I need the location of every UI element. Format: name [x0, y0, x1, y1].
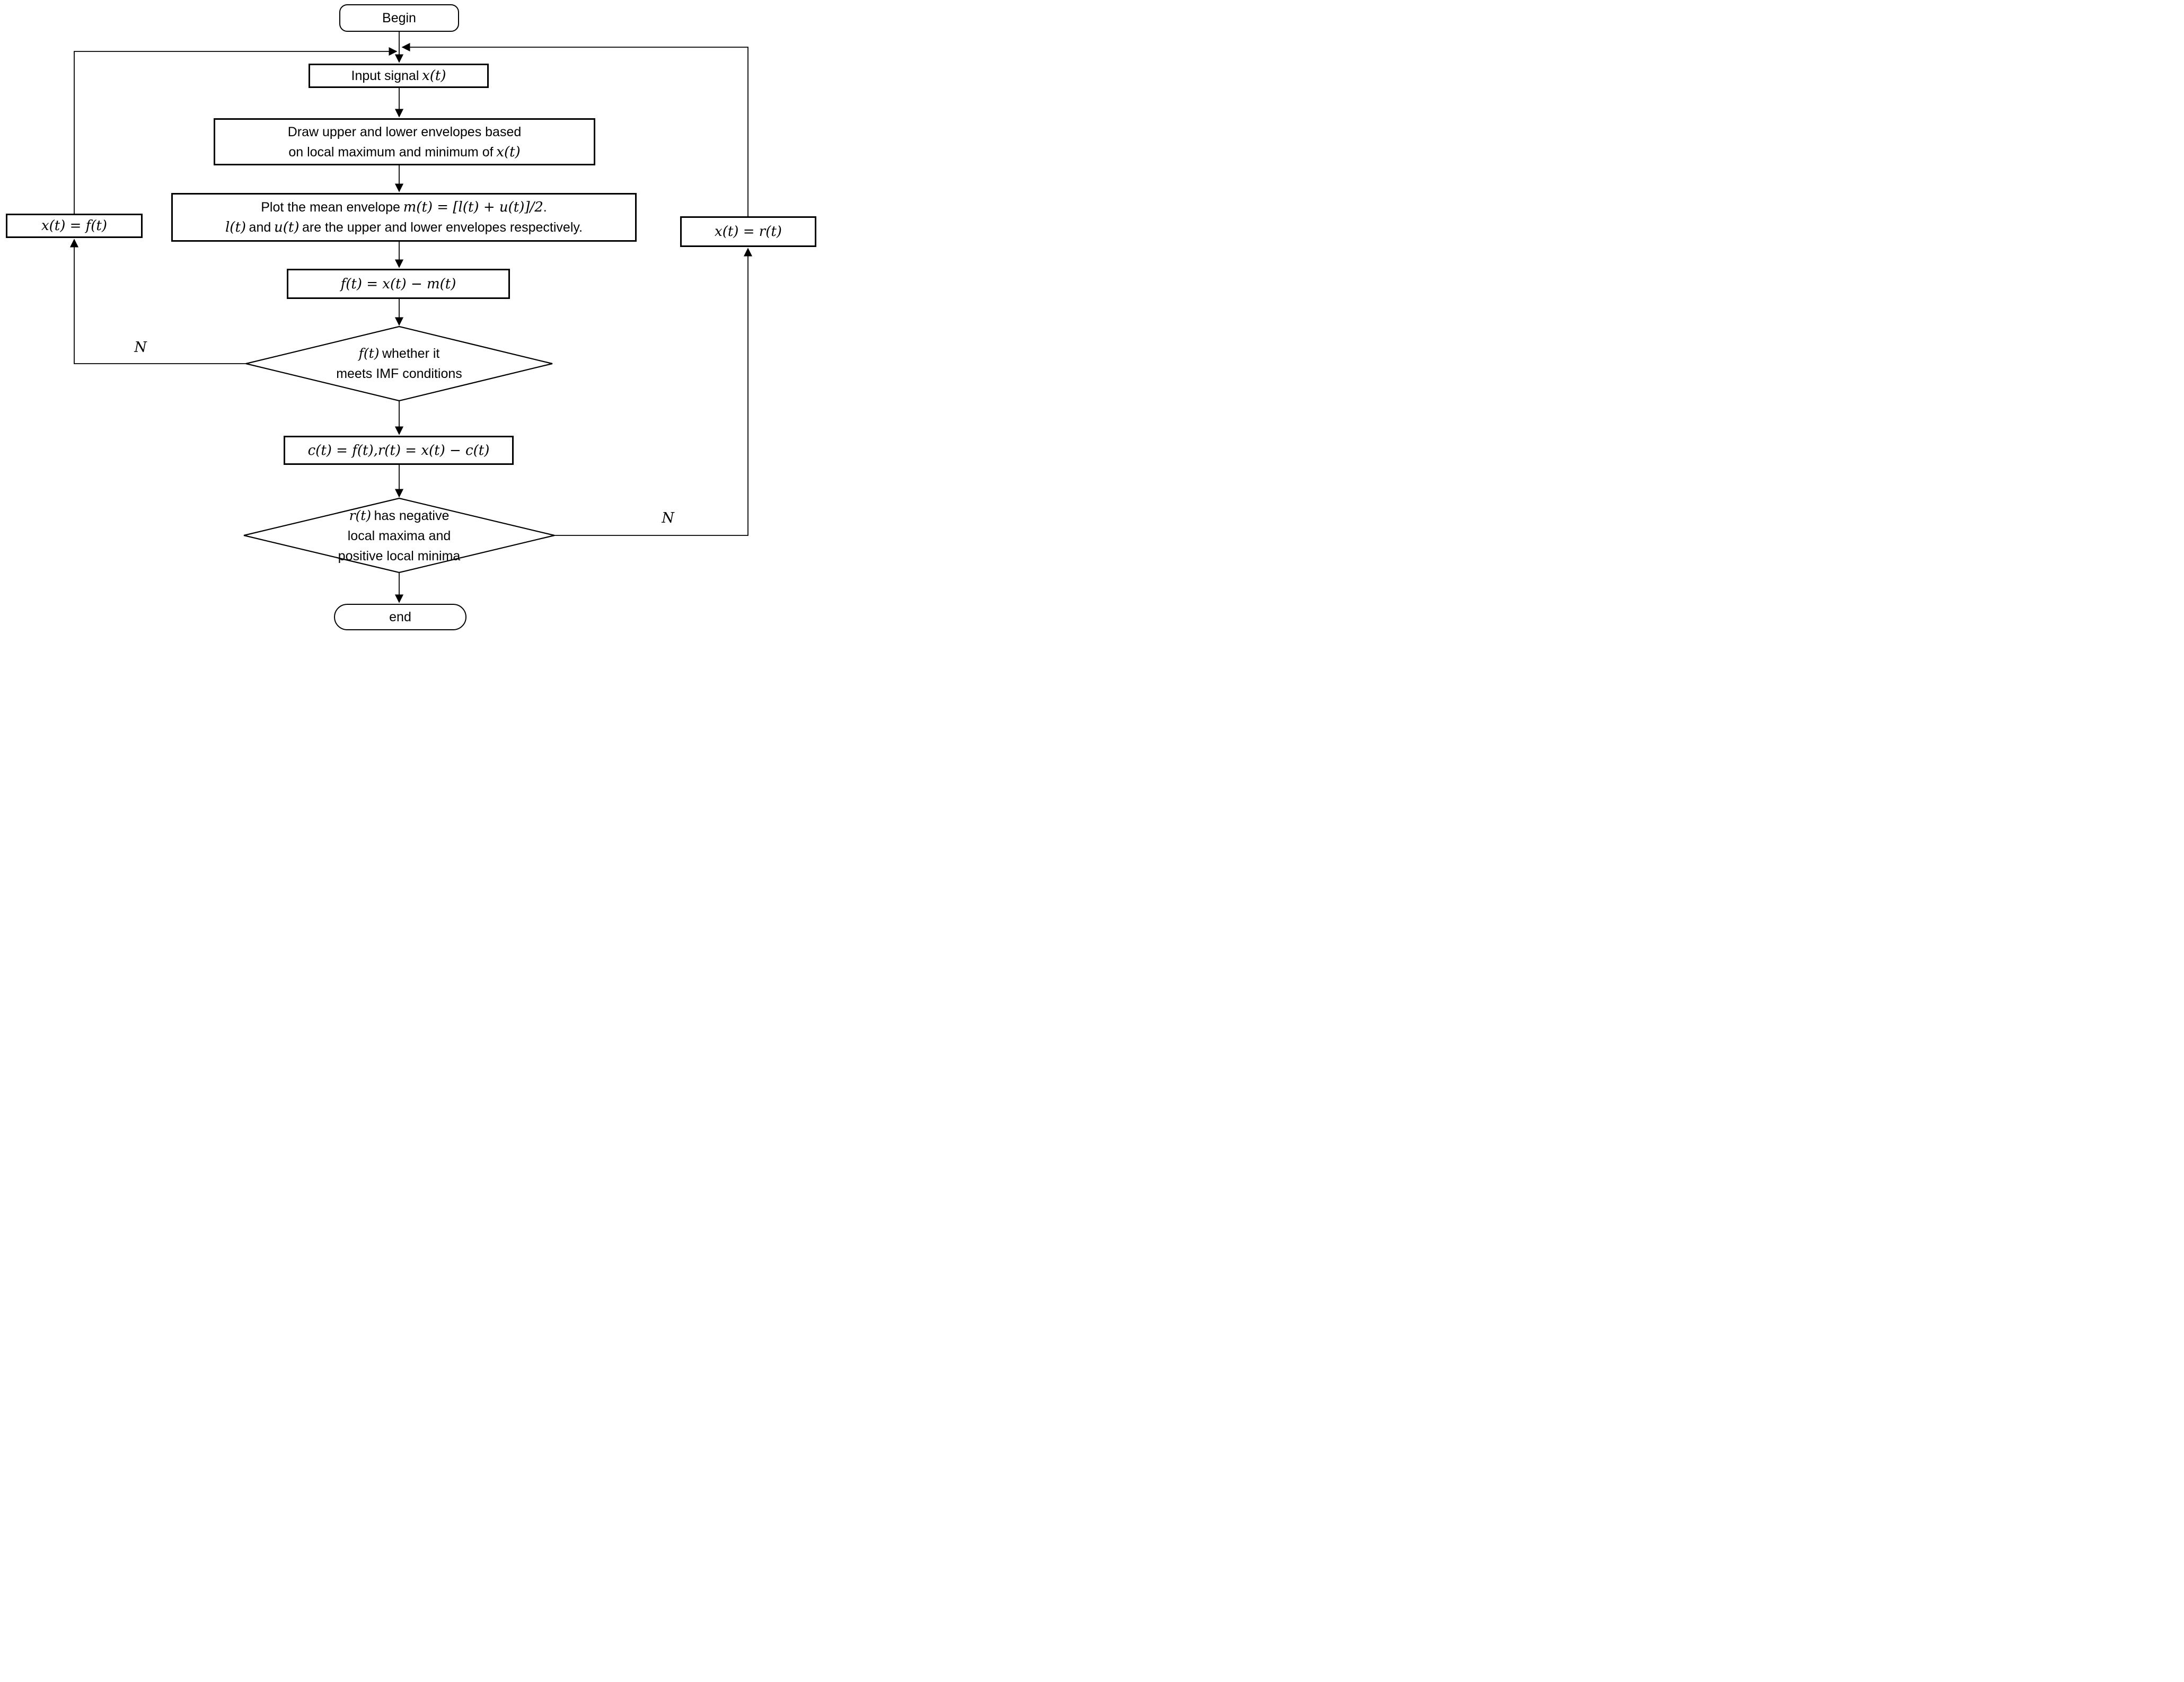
extract-imf-formula: c(t) = f(t),r(t) = x(t) − c(t) [307, 442, 490, 459]
edge-label-no-left: N [134, 339, 147, 356]
assign-r-formula: x(t) = r(t) [715, 224, 782, 240]
subtract-box: f(t) = x(t) − m(t) [287, 269, 510, 299]
imf-check-line1: f(t)whether it [359, 344, 440, 364]
imf-check-diamond: f(t)whether it meets IMF conditions [293, 344, 505, 384]
envelopes-line2-math: x(t) [496, 144, 521, 160]
mean-line1-text: Plot the mean envelope [261, 200, 400, 215]
residue-check-line3: positive local minima [338, 549, 461, 563]
mean-line2-mid: and [249, 220, 271, 235]
begin-label: Begin [382, 11, 416, 25]
connector-layer [69, 32, 753, 603]
envelopes-line1: Draw upper and lower envelopes based [287, 124, 522, 139]
assign-r-box: x(t) = r(t) [680, 216, 816, 247]
assign-f-formula: x(t) = f(t) [41, 218, 108, 234]
residue-check-diamond-shape [243, 497, 555, 574]
input-signal-math: x(t) [422, 68, 446, 84]
imf-check-line2: meets IMF conditions [336, 366, 462, 381]
input-signal-text: Input signal [351, 68, 419, 83]
begin-terminal: Begin [339, 4, 459, 32]
residue-check-math: r(t) [349, 508, 372, 523]
end-terminal: end [334, 604, 466, 630]
draw-envelopes-box: Draw upper and lower envelopes based on … [214, 118, 595, 165]
assign-f-box: x(t) = f(t) [6, 214, 143, 238]
extract-imf-box: c(t) = f(t),r(t) = x(t) − c(t) [284, 436, 514, 465]
end-label: end [389, 610, 411, 624]
mean-line2-math1: l(t) [225, 219, 246, 235]
mean-line2-math2: u(t) [274, 219, 300, 235]
residue-check-text: has negative [374, 508, 450, 523]
envelopes-line2-text: on local maximum and minimum of [288, 144, 494, 160]
subtract-formula: f(t) = x(t) − m(t) [340, 276, 456, 292]
imf-check-diamond-shape [245, 325, 553, 402]
mean-line1-math: m(t) = [l(t) + u(t)]/2 [403, 199, 543, 215]
imf-check-text: whether it [382, 346, 440, 361]
imf-check-math: f(t) [358, 346, 380, 361]
residue-check-line2: local maxima and [347, 529, 451, 543]
residue-check-line1: r(t)has negative [349, 506, 450, 526]
residue-check-diamond: r(t)has negative local maxima and positi… [293, 507, 505, 565]
edge-residue-no-to-assign-r [554, 248, 753, 536]
edge-label-no-right: N [662, 510, 674, 526]
mean-line1-period: . [543, 200, 547, 215]
edge-assign-f-to-junction [74, 47, 398, 214]
edge-assign-r-to-junction [401, 42, 748, 216]
mean-line2-text: are the upper and lower envelopes respec… [302, 220, 583, 235]
edge-imf-no-to-assign-f [69, 239, 246, 364]
